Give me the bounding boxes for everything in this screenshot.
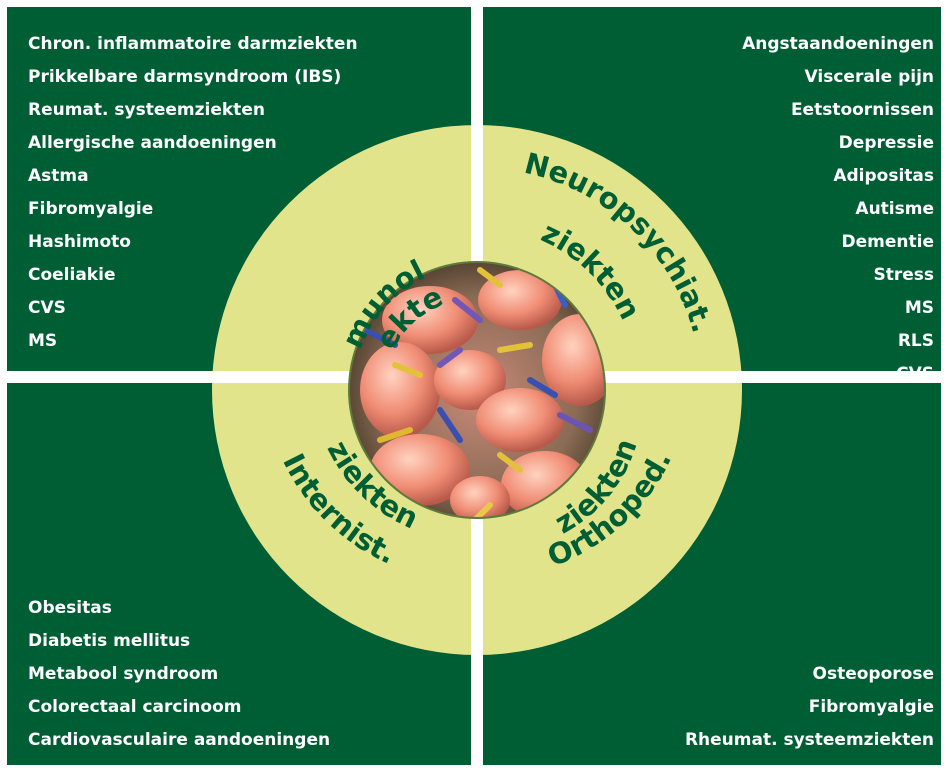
- immunological-disease-item: Reumat. systeemziekten: [28, 100, 265, 120]
- immunological-disease-item: Prikkelbare darmsyndroom (IBS): [28, 67, 342, 87]
- neuropsychiatric-disease-item: Eetstoornissen: [790, 100, 934, 120]
- neuropsychiatric-disease-item: Stress: [873, 265, 934, 285]
- internist-disease-item: Cardiovasculaire aandoeningen: [28, 730, 331, 750]
- neuropsychiatric-disease-item: Viscerale pijn: [804, 67, 934, 87]
- immunological-disease-item: Coeliakie: [28, 265, 116, 285]
- immunological-disease-item: Chron. inflammatoire darmziekten: [28, 34, 358, 54]
- immunological-disease-item: Astma: [28, 166, 89, 186]
- immunological-disease-item: MS: [28, 331, 58, 351]
- neuropsychiatric-disease-item: Adipositas: [833, 166, 934, 186]
- orthopedic-disease-item: Rheumat. systeemziekten: [684, 730, 934, 750]
- neuropsychiatric-disease-item: RLS: [897, 331, 934, 351]
- neuropsychiatric-disease-item: Depressie: [838, 133, 934, 153]
- immunological-disease-item: Hashimoto: [28, 232, 131, 252]
- immunological-disease-item: CVS: [28, 298, 66, 318]
- internist-disease-item: Diabetis mellitus: [28, 631, 191, 651]
- orthopedic-disease-item: Fibromyalgie: [808, 697, 934, 717]
- immunological-disease-item: Fibromyalgie: [28, 199, 154, 219]
- gut-microbiome-image: [350, 263, 604, 517]
- internist-disease-item: Colorectaal carcinoom: [28, 697, 242, 717]
- internist-disease-item: Metabool syndroom: [28, 664, 219, 684]
- neuropsychiatric-disease-item: Angstaandoeningen: [742, 34, 934, 54]
- internist-disease-item: Obesitas: [28, 598, 112, 618]
- neuropsychiatric-disease-item: Dementie: [841, 232, 934, 252]
- neuropsychiatric-disease-item: Autisme: [855, 199, 934, 219]
- neuropsychiatric-disease-item: MS: [904, 298, 934, 318]
- orthopedic-disease-item: Osteoporose: [812, 664, 934, 684]
- immunological-disease-item: Allergische aandoeningen: [28, 133, 277, 153]
